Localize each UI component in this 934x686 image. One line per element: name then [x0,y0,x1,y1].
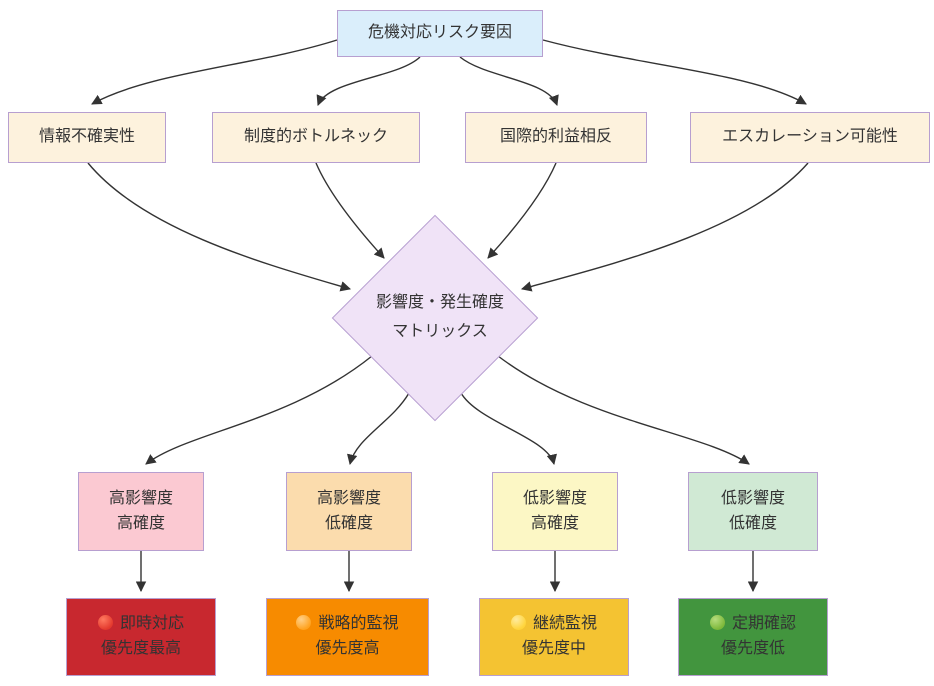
action-line1: 定期確認 [731,615,796,633]
action-line1: 継続監視 [532,615,597,633]
green-circle-icon [709,615,725,631]
node-label: 国際的利益相反 [499,128,612,146]
node-label: 制度的ボトルネック [243,128,388,146]
quadrant-line1: 低影響度 [720,489,785,507]
node-quadrant-high-impact-low-probability: 高影響度 低確度 [286,472,412,551]
edge-factor-4-to-matrix [520,162,809,292]
matrix-label-line2: マトリックス [392,322,488,340]
action-line2: 優先度中 [521,640,586,657]
matrix-label-line1: 影響度・発生確度 [375,294,504,311]
action-line2: 優先度高 [315,640,380,657]
edge-matrix-to-quadrant-4 [497,355,750,465]
node-factor-international-conflict: 国際的利益相反 [465,112,647,163]
quadrant-line1: 高影響度 [316,489,381,507]
edge-matrix-to-quadrant-2 [347,392,410,466]
edge-root-to-factor-2 [316,56,421,106]
quadrant-line1: 高影響度 [108,489,173,507]
node-factor-institutional-bottleneck: 制度的ボトルネック [212,112,420,163]
node-quadrant-low-impact-high-probability: 低影響度 高確度 [492,472,618,551]
action-line1: 即時対応 [119,615,184,633]
edge-factor-3-to-matrix [487,162,557,259]
quadrant-line2: 高確度 [530,514,579,532]
quadrant-line2: 高確度 [116,514,165,532]
node-matrix-label: 影響度・発生確度 マトリックス [330,289,550,347]
node-label: エスカレーション可能性 [722,128,898,146]
edge-matrix-to-quadrant-1 [145,355,373,465]
orange-circle-icon [296,615,312,631]
node-action-continuous-monitoring: 継続監視 優先度中 [479,598,629,676]
action-line2: 優先度低 [720,640,785,657]
node-factor-escalation-possibility: エスカレーション可能性 [690,112,930,163]
action-line2: 優先度最高 [100,640,181,657]
yellow-circle-icon [510,615,526,631]
node-action-periodic-check: 定期確認 優先度低 [678,598,828,676]
quadrant-line2: 低確度 [728,514,777,532]
edge-root-to-factor-1 [91,39,338,105]
edge-factor-1-to-matrix [87,162,352,292]
node-factor-information-uncertainty: 情報不確実性 [8,112,166,163]
node-action-strategic-monitoring: 戦略的監視 優先度高 [266,598,429,676]
node-label: 情報不確実性 [38,128,135,146]
quadrant-line1: 低影響度 [522,489,587,507]
edge-root-to-factor-4 [542,39,807,105]
node-quadrant-high-impact-high-probability: 高影響度 高確度 [78,472,204,551]
node-quadrant-low-impact-low-probability: 低影響度 低確度 [688,472,818,551]
quadrant-line2: 低確度 [324,514,373,532]
node-action-immediate-response: 即時対応 優先度最高 [66,598,216,676]
edge-root-to-factor-3 [459,56,559,106]
edge-factor-2-to-matrix [315,162,385,259]
red-circle-icon [97,615,113,631]
node-label: 危機対応リスク要因 [367,24,512,42]
action-line1: 戦略的監視 [318,615,399,633]
edge-matrix-to-quadrant-3 [460,392,557,466]
node-root-risk-factors: 危機対応リスク要因 [337,10,543,57]
